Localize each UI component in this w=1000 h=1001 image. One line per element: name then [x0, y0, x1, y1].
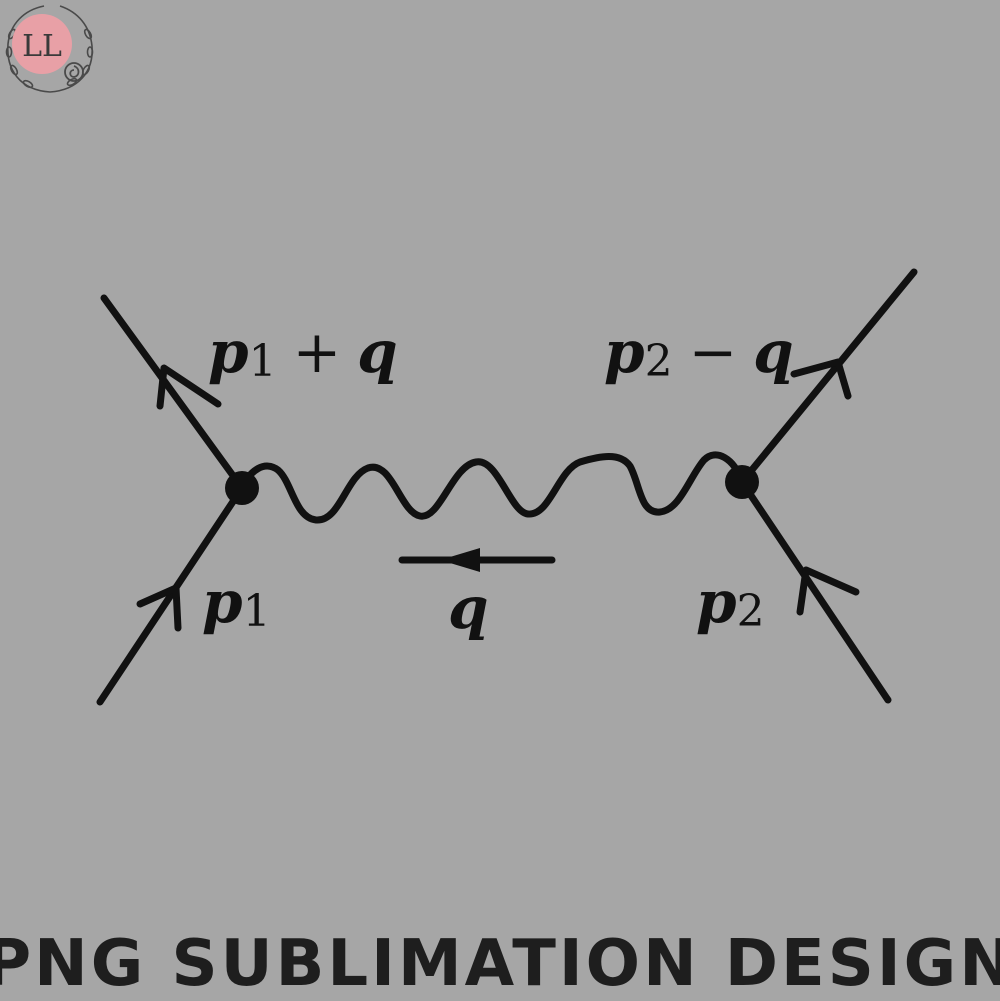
logo: LL — [5, 5, 94, 93]
incoming-left-line — [96, 484, 246, 706]
arrowhead-incoming-right — [796, 566, 860, 616]
photon-wavy-line — [238, 451, 746, 524]
momentum-arrowhead — [440, 548, 480, 572]
arrowhead-outgoing-right — [790, 358, 852, 400]
label-q: q — [448, 574, 489, 642]
footer-banner: PNG SUBLIMATION DESIGN — [0, 927, 1000, 1001]
label-p1: p1 — [202, 568, 271, 637]
vertex-left — [225, 471, 259, 505]
outgoing-right-line — [738, 268, 918, 486]
label-p2: p2 — [696, 568, 765, 637]
logo-text: LL — [22, 29, 62, 64]
label-p2-minus-q: p2−q — [604, 318, 794, 387]
arrowhead-outgoing-left — [156, 364, 222, 410]
logo-circle — [12, 14, 72, 74]
label-p1-plus-q: p1+q — [208, 318, 398, 387]
vertex-right — [725, 465, 759, 499]
incoming-right-line — [738, 478, 892, 704]
arrowhead-incoming-left — [136, 584, 182, 632]
rose-icon — [64, 62, 84, 82]
outgoing-left-line — [100, 294, 246, 492]
